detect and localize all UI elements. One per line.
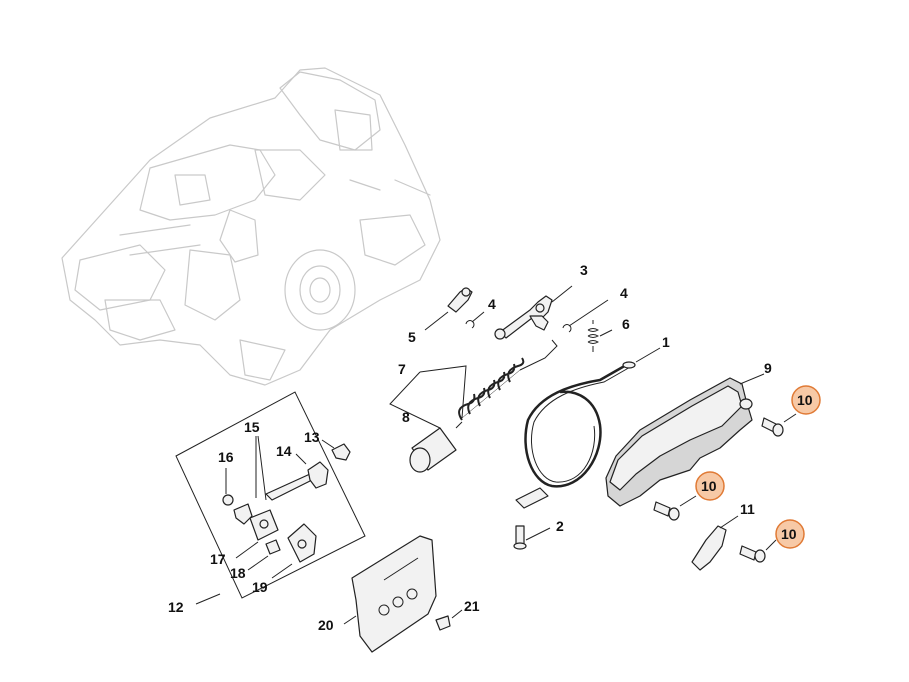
part-10-screw-c xyxy=(739,539,777,563)
highlight-badge-10a[interactable] xyxy=(791,385,821,415)
label-21[interactable]: 21 xyxy=(464,598,480,614)
label-15[interactable]: 15 xyxy=(244,419,260,435)
part-1-brake-band xyxy=(515,347,661,509)
label-8[interactable]: 8 xyxy=(402,409,410,425)
label-2[interactable]: 2 xyxy=(556,518,564,534)
part-10-screw-a xyxy=(761,413,797,437)
label-19[interactable]: 19 xyxy=(252,579,268,595)
label-10c[interactable]: 10 xyxy=(781,526,797,542)
part-14-adjuster xyxy=(265,453,329,501)
part-4-clip-right xyxy=(562,299,609,333)
label-13[interactable]: 13 xyxy=(304,429,320,445)
part-18-screw xyxy=(247,539,281,571)
part-5-lever xyxy=(424,287,473,331)
label-10a[interactable]: 10 xyxy=(797,392,813,408)
label-10b[interactable]: 10 xyxy=(701,478,717,494)
part-6-spring xyxy=(587,320,613,352)
part-17-plate xyxy=(235,509,279,559)
part-7-spring xyxy=(455,339,558,429)
part-9-guard xyxy=(605,373,765,507)
label-16[interactable]: 16 xyxy=(218,449,234,465)
label-1[interactable]: 1 xyxy=(662,334,670,350)
part-15-16-gear xyxy=(222,435,267,525)
part-21-screw xyxy=(435,609,463,631)
highlight-badge-10c[interactable] xyxy=(775,519,805,549)
part-19-cover xyxy=(271,523,317,579)
label-20[interactable]: 20 xyxy=(318,617,334,633)
label-5[interactable]: 5 xyxy=(408,329,416,345)
engine-ghost-outline xyxy=(61,67,441,386)
label-12[interactable]: 12 xyxy=(168,599,184,615)
highlight-badge-10b[interactable] xyxy=(695,471,725,501)
label-4b[interactable]: 4 xyxy=(620,285,628,301)
part-8-sleeve xyxy=(409,427,457,473)
part-2-screw xyxy=(513,525,551,550)
part-11-bracket xyxy=(691,515,739,571)
label-9[interactable]: 9 xyxy=(764,360,772,376)
part-13-clip xyxy=(321,439,351,461)
label-4a[interactable]: 4 xyxy=(488,296,496,312)
label-6[interactable]: 6 xyxy=(622,316,630,332)
label-14[interactable]: 14 xyxy=(276,443,292,459)
label-3[interactable]: 3 xyxy=(580,262,588,278)
part-12-kit-box xyxy=(175,391,366,605)
part-4-clip-left xyxy=(465,311,485,329)
part-3-linkage xyxy=(494,285,573,340)
leader-lines-7-8 xyxy=(389,365,467,429)
label-17[interactable]: 17 xyxy=(210,551,226,567)
label-11[interactable]: 11 xyxy=(740,501,755,517)
part-10-screw-b xyxy=(653,495,697,521)
label-18[interactable]: 18 xyxy=(230,565,246,581)
part-20-plate xyxy=(343,535,437,653)
label-7[interactable]: 7 xyxy=(398,361,406,377)
